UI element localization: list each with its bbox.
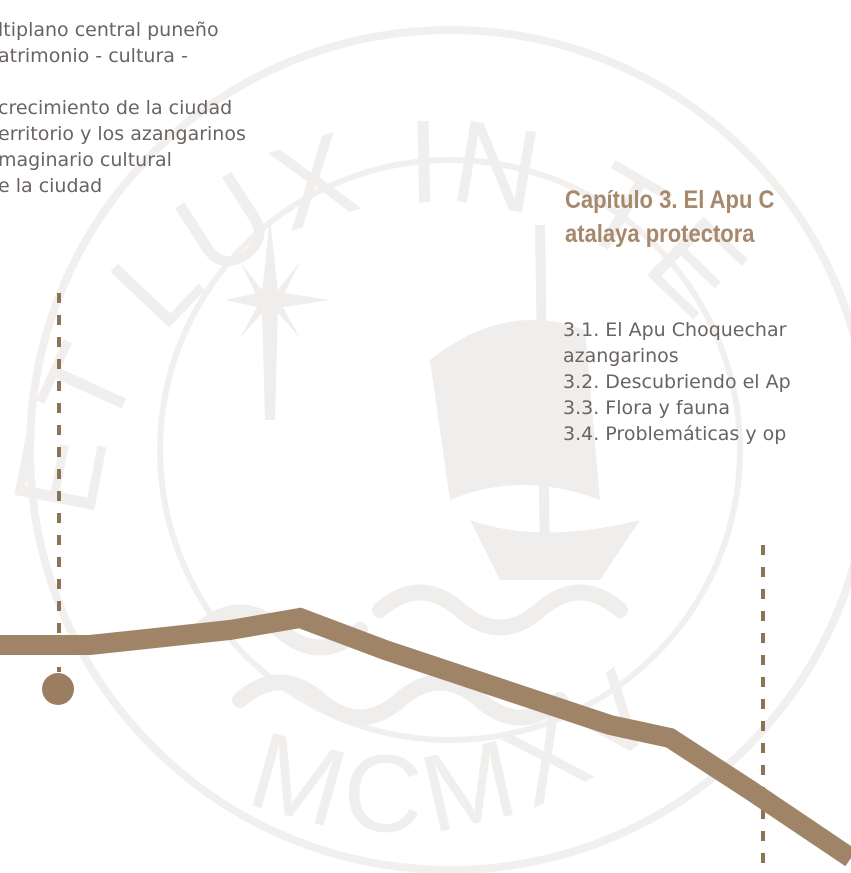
left-list-item: atrimonio - cultura - [0, 45, 188, 67]
chapter-3-item: 3.1. El Apu Choquechar [563, 319, 787, 341]
timeline-marker-dot-icon [42, 673, 74, 705]
chapter-3-items: 3.1. El Apu Choquechar azangarinos 3.2. … [563, 317, 791, 447]
left-list-item: ltiplano central puneño [0, 19, 219, 41]
timeline-path [0, 607, 851, 867]
chapter-3-item: 3.4. Problemáticas y op [563, 423, 787, 445]
left-list-item: maginario cultural [0, 149, 172, 171]
chapter-3-title: Capítulo 3. El Apu C atalaya protectora [565, 183, 774, 251]
left-list-item: erritorio y los azangarinos [0, 123, 246, 145]
ship-icon [430, 224, 640, 580]
chapter-3-title-line-1: Capítulo 3. El Apu C [565, 186, 775, 214]
star-icon [225, 218, 330, 420]
left-section-list: ltiplano central puneño atrimonio - cult… [0, 17, 246, 199]
chapter-3-item: 3.2. Descubriendo el Ap [563, 371, 791, 393]
chapter-3-title-line-2: atalaya protectora [565, 220, 755, 248]
left-list-item: e la ciudad [0, 175, 103, 197]
left-list-item: crecimiento de la ciudad [0, 97, 233, 119]
chapter-3-item: 3.3. Flora y fauna [563, 397, 730, 419]
chapter-3-item: azangarinos [563, 345, 679, 367]
